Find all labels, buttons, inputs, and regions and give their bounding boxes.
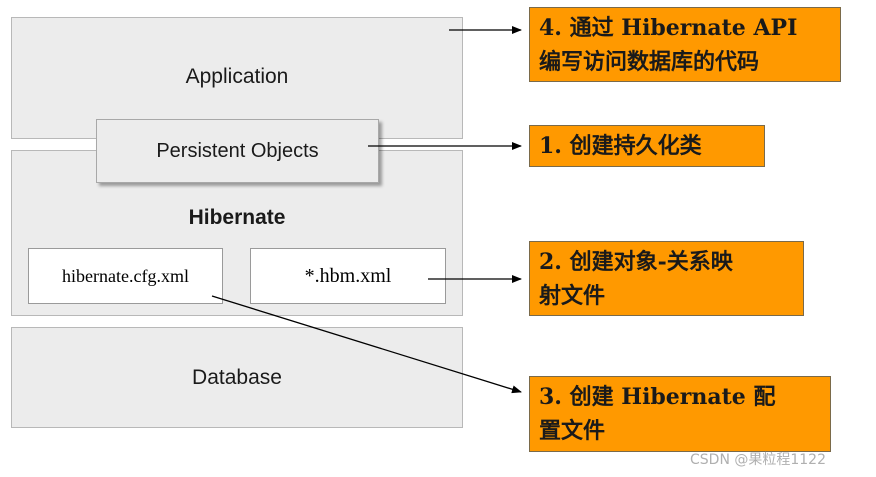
step4-note: 4. 通过 Hibernate API 编写访问数据库的代码 (529, 7, 841, 82)
persistent-objects-box: Persistent Objects (96, 119, 379, 183)
hbm-xml-box: *.hbm.xml (250, 248, 446, 304)
step3-line1: 3. 创建 Hibernate 配 (539, 384, 776, 410)
step4-line1: 4. 通过 Hibernate API (539, 15, 798, 41)
step2-line2: 射文件 (539, 283, 606, 309)
step2-line1: 2. 创建对象-关系映 (539, 249, 733, 275)
step3-line2: 置文件 (539, 418, 606, 444)
step2-note: 2. 创建对象-关系映 射文件 (529, 241, 804, 316)
step4-line2: 编写访问数据库的代码 (539, 49, 760, 75)
step3-note: 3. 创建 Hibernate 配 置文件 (529, 376, 831, 452)
step1-note: 1. 创建持久化类 (529, 125, 765, 167)
application-label: Application (185, 65, 289, 88)
application-layer: Application (11, 17, 463, 139)
hibernate-label: Hibernate (188, 206, 286, 229)
step1-line1: 1. 创建持久化类 (539, 133, 702, 159)
database-layer: Database (11, 327, 463, 428)
hibernate-cfg-xml-box: hibernate.cfg.xml (28, 248, 223, 304)
watermark: CSDN @果粒程1122 (690, 452, 826, 468)
database-label: Database (192, 366, 282, 389)
arrow-to-step3 (211, 295, 522, 394)
